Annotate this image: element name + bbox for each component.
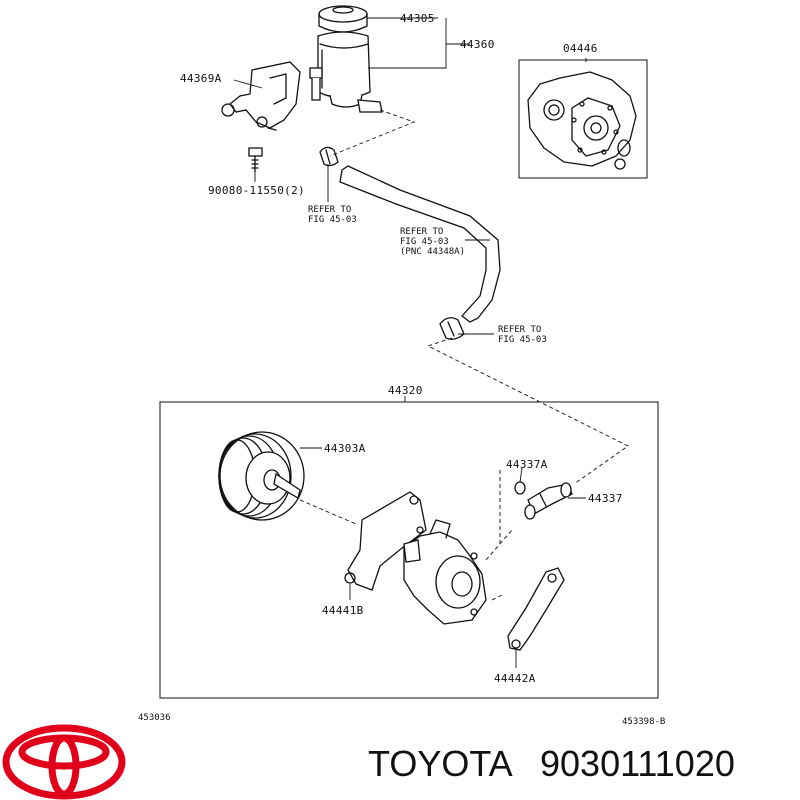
union-fitting — [524, 482, 573, 520]
pulley — [218, 431, 305, 521]
label-refer3-l1: REFER TO — [498, 325, 541, 335]
diagram-code-right: 453398-B — [622, 717, 665, 727]
toyota-logo — [2, 724, 126, 800]
label-44441B: 44441B — [322, 604, 364, 617]
label-bolt: 90080-11550(2) — [208, 184, 305, 197]
label-refer2-l2: FIG 45-03 — [400, 237, 449, 247]
label-44337A: 44337A — [506, 458, 548, 471]
label-44442A: 44442A — [494, 672, 536, 685]
label-44305: 44305 — [400, 12, 435, 25]
pump-bracket-front — [344, 491, 427, 591]
pump-body — [403, 519, 487, 625]
reservoir-bracket — [221, 61, 301, 131]
label-44360: 44360 — [460, 38, 495, 51]
label-refer2-l1: REFER TO — [400, 227, 443, 237]
bolt — [248, 147, 263, 173]
label-refer1-l1: REFER TO — [308, 205, 351, 215]
pump-bracket-rear — [507, 567, 565, 651]
label-44369A: 44369A — [180, 72, 222, 85]
label-refer1-l2: FIG 45-03 — [308, 215, 357, 225]
label-refer3-l2: FIG 45-03 — [498, 335, 547, 345]
label-44337: 44337 — [588, 492, 623, 505]
label-44303A: 44303A — [324, 442, 366, 455]
part-number: 9030111020 — [540, 743, 735, 784]
label-04446: 04446 — [563, 42, 598, 55]
reservoir-cap — [318, 5, 368, 33]
label-refer2-l3: (PNC 44348A) — [400, 247, 465, 257]
leader-lines — [233, 17, 587, 668]
return-hose — [339, 165, 501, 323]
hose-clamp-bottom — [439, 317, 465, 340]
label-44320: 44320 — [388, 384, 423, 397]
gasket-kit-box — [518, 59, 648, 179]
reservoir-tank — [309, 31, 383, 113]
part-labels: 44305 44360 04446 44369A 90080-11550(2) … — [138, 12, 665, 727]
brand-name: TOYOTA — [368, 743, 513, 784]
o-ring — [514, 481, 526, 495]
dashed-routing — [299, 109, 629, 601]
pump-assembly-frame — [159, 401, 659, 699]
hose-clamp-top — [319, 146, 339, 167]
diagram-code-left: 453036 — [138, 713, 171, 723]
